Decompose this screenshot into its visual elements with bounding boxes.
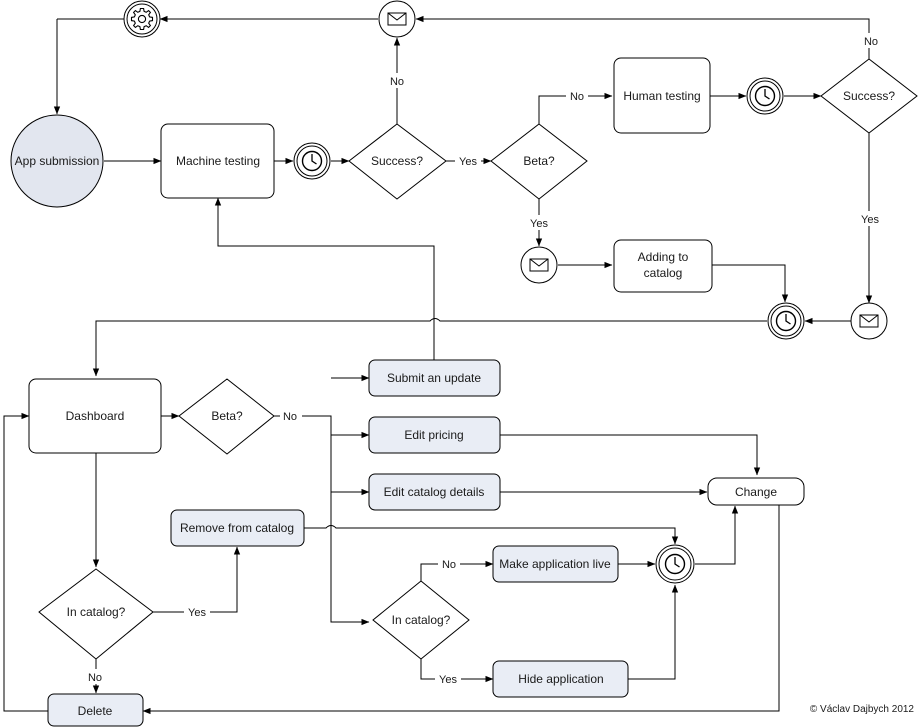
submit-update-label: Submit an update: [387, 371, 481, 385]
edit-catalog-details-box[interactable]: [368, 473, 501, 511]
in-catalog-label-2: In catalog?: [392, 613, 451, 627]
edge-delete-to-dashboard: [3, 412, 48, 712]
delete-box[interactable]: [47, 693, 144, 727]
label-yes-incatalog1: Yes: [188, 607, 206, 619]
app-submission-start[interactable]: [10, 114, 104, 208]
envelope-icon[interactable]: [378, 0, 416, 38]
adding-to-catalog-label-2: catalog: [644, 266, 683, 280]
change-box[interactable]: [707, 477, 805, 506]
edge-success2-to-mail-top: [415, 15, 870, 59]
success-label-1: Success?: [371, 154, 423, 168]
edge-incatalog1-to-remove: [153, 546, 241, 613]
edge-incatalog2-to-makelive: [420, 560, 494, 581]
edge-beta2-fork: [274, 415, 370, 626]
human-testing-box[interactable]: [613, 57, 711, 134]
beta-label-1: Beta?: [523, 154, 555, 168]
copyright-text: © Václav Dajbych 2012: [810, 704, 915, 715]
edge-hide-to-timer4: [628, 584, 679, 680]
label-no-incatalog1: No: [88, 672, 102, 684]
clock-icon[interactable]: [767, 302, 805, 340]
nodes: [10, 57, 918, 727]
gear-icon[interactable]: [123, 0, 161, 38]
app-submission-label: App submission: [15, 154, 100, 168]
in-catalog-decision-1[interactable]: [38, 568, 154, 660]
edge-submit-to-machine: [214, 197, 435, 360]
edge-change-to-delete: [142, 505, 780, 715]
label-yes-success2: Yes: [861, 214, 879, 226]
adding-to-catalog-box[interactable]: [613, 239, 713, 293]
dashboard-label: Dashboard: [66, 409, 125, 423]
beta-label-2: Beta?: [211, 409, 243, 423]
node-labels: App submission Machine testing Success? …: [15, 89, 896, 718]
success-label-2: Success?: [843, 89, 895, 103]
edge-timer4-to-change: [695, 505, 739, 565]
label-no-beta1: No: [570, 91, 584, 103]
edge-pricing-to-change: [500, 434, 761, 476]
in-catalog-decision-2[interactable]: [372, 580, 470, 660]
label-no-beta2: No: [283, 411, 297, 423]
make-application-live-box[interactable]: [492, 545, 619, 583]
clock-icon[interactable]: [293, 142, 331, 180]
success-decision-2[interactable]: [820, 58, 918, 134]
edge-remove-to-timer4: [304, 525, 679, 545]
edge-gear-to-app: [57, 18, 124, 114]
clock-icon[interactable]: [746, 77, 784, 115]
remove-from-catalog-box[interactable]: [170, 509, 305, 547]
label-yes-incatalog2: Yes: [439, 674, 457, 686]
make-application-live-label: Make application live: [499, 557, 611, 571]
human-testing-label: Human testing: [623, 89, 700, 103]
change-label: Change: [735, 485, 777, 499]
envelope-icon[interactable]: [850, 302, 888, 340]
submit-update-box[interactable]: [368, 359, 501, 397]
edge-adding-to-timer3: [712, 264, 789, 303]
machine-testing-box[interactable]: [160, 123, 275, 199]
dashboard-box[interactable]: [28, 378, 162, 454]
label-yes-beta1: Yes: [530, 218, 548, 230]
hide-application-label: Hide application: [518, 672, 603, 686]
label-no-incatalog2: No: [442, 559, 456, 571]
edge-labels: No Yes No Yes No Yes No Yes No No Yes: [84, 33, 883, 686]
remove-from-catalog-label: Remove from catalog: [180, 521, 294, 535]
in-catalog-label-1: In catalog?: [67, 605, 126, 619]
machine-testing-label: Machine testing: [176, 154, 260, 168]
label-yes-success1: Yes: [459, 156, 477, 168]
label-no-success2: No: [864, 36, 878, 48]
events: [123, 0, 888, 584]
success-decision-1[interactable]: [348, 123, 447, 200]
edit-pricing-box[interactable]: [368, 416, 501, 454]
edit-pricing-label: Edit pricing: [404, 428, 463, 442]
edit-catalog-details-label: Edit catalog details: [384, 485, 485, 499]
hide-application-box[interactable]: [492, 660, 629, 698]
delete-label: Delete: [78, 704, 113, 718]
beta-decision-2[interactable]: [178, 378, 275, 455]
adding-to-catalog-label-1: Adding to: [638, 250, 689, 264]
edge-incatalog2-to-hide: [420, 659, 494, 683]
clock-icon[interactable]: [655, 544, 695, 584]
beta-decision-1[interactable]: [490, 123, 588, 200]
label-no-success1: No: [390, 76, 404, 88]
envelope-icon[interactable]: [520, 246, 558, 284]
